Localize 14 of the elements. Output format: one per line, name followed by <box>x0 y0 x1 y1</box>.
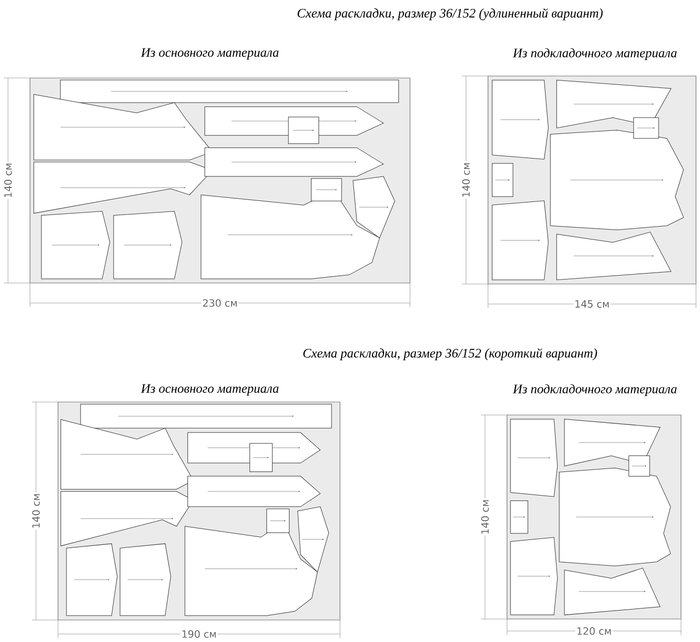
dimension-label: 230 см <box>201 298 239 308</box>
heading: Из подкладочного материала <box>512 48 677 60</box>
dimension-label: 140 см <box>31 492 41 530</box>
dimension-label: 190 см <box>180 629 218 639</box>
heading: Из основного материала <box>140 48 279 60</box>
dimension-label: 145 см <box>573 299 611 309</box>
heading: Из подкладочного материала <box>512 384 677 396</box>
dimension-label: 120 см <box>575 626 613 636</box>
heading: Схема раскладки, размер 36/152 (короткий вариант) <box>303 348 598 360</box>
heading: Схема раскладки, размер 36/152 (удлиненный вариант) <box>298 8 603 20</box>
dimension-label: 140 см <box>480 498 490 536</box>
heading: Из основного материала <box>140 384 279 396</box>
dimension-label: 140 см <box>461 161 471 199</box>
dimension-label: 140 см <box>3 162 13 200</box>
